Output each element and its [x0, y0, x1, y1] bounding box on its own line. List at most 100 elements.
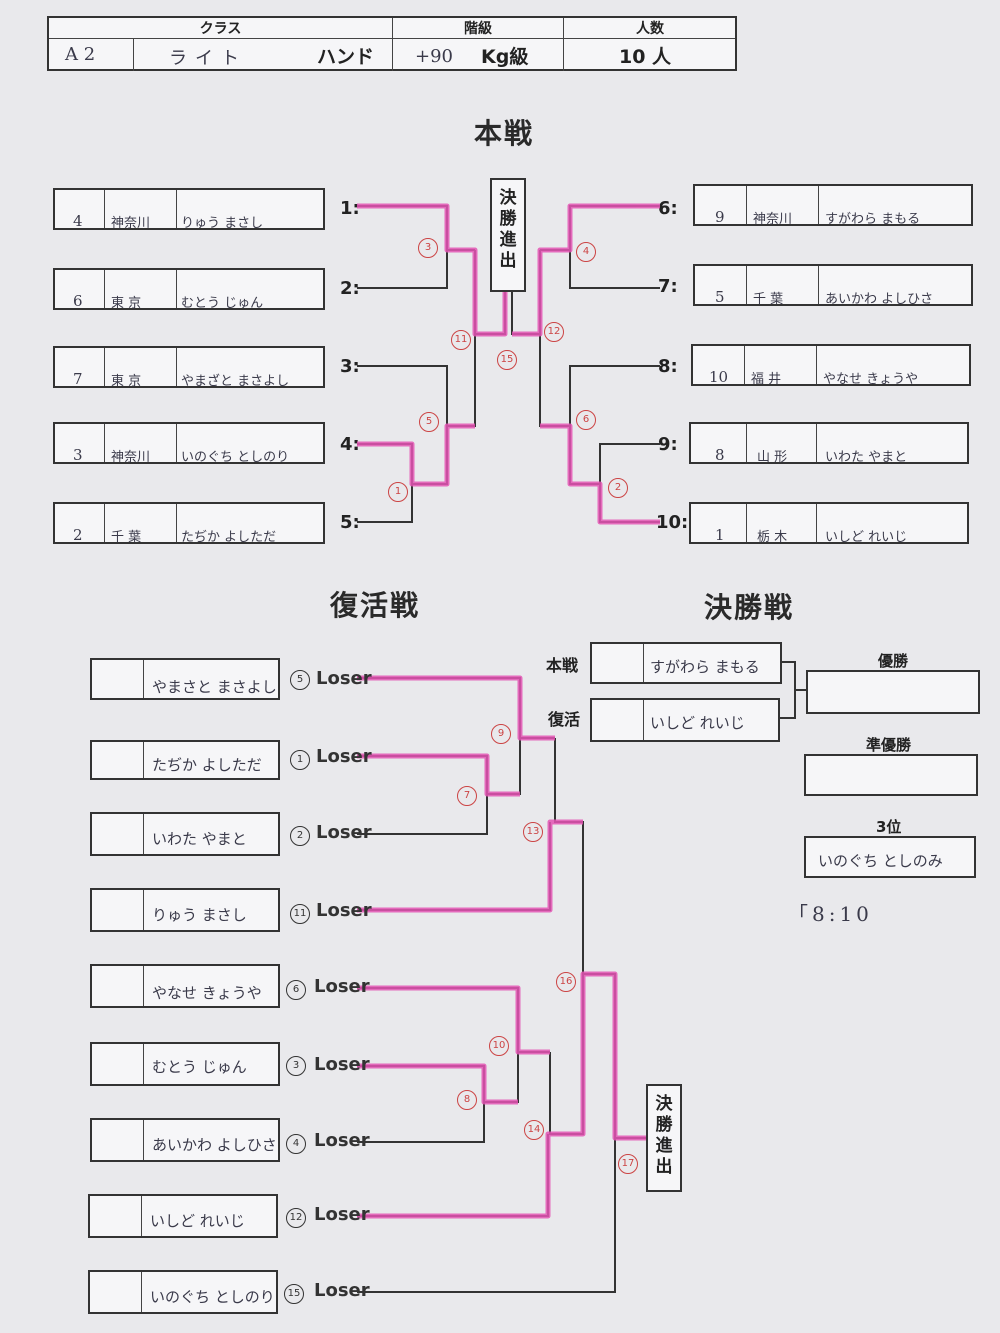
slot-label: 5: — [340, 512, 360, 533]
loser-ref: 12 — [286, 1208, 306, 1228]
competitor-name: いわた やまと — [825, 450, 908, 465]
prefecture: 東 京 — [111, 374, 142, 389]
handwritten-note: 「8:10 — [788, 902, 873, 926]
loser-ref: 3 — [286, 1056, 306, 1076]
seed-number: 1 — [715, 526, 725, 544]
seed-number: 3 — [73, 446, 83, 464]
prefecture: 千 葉 — [111, 530, 142, 545]
main-final-label: 決勝進出 — [490, 178, 526, 292]
winner-label: 優勝 — [878, 652, 909, 670]
repechage-title: 復活戦 — [330, 589, 421, 622]
competitor-name: いのぐち としのり — [150, 1288, 275, 1306]
prefecture: 東 京 — [111, 296, 142, 311]
repechage-entry: あいかわ よしひさ — [90, 1118, 280, 1162]
class-type: ハンド — [317, 46, 375, 68]
final-title: 決勝戦 — [704, 591, 795, 624]
left-entry: 3 神奈川 いのぐち としのり — [53, 422, 325, 465]
match-number: 5 — [419, 412, 439, 432]
loser-label: Loser — [314, 1280, 370, 1301]
right-entry: 1 栃 木 いしど れいじ — [689, 502, 969, 545]
competitor-name: むとう じゅん — [181, 296, 264, 311]
seed-number: 8 — [715, 446, 725, 464]
loser-label: Loser — [316, 746, 372, 767]
loser-ref: 11 — [290, 904, 310, 924]
header-col-count: 人数 — [563, 18, 736, 38]
loser-ref: 15 — [284, 1284, 304, 1304]
left-entry: 2 千 葉 たぢか よしただ — [53, 502, 325, 545]
competitor-name: やなせ きょうや — [152, 984, 262, 1002]
competitor-name: あいかわ よしひさ — [825, 292, 934, 307]
match-number: 8 — [457, 1090, 477, 1110]
right-entry: 9 神奈川 すがわら まもる — [693, 184, 973, 227]
left-entry: 7 東 京 やまざと まさよし — [53, 346, 325, 389]
match-number: 4 — [576, 242, 596, 262]
competitor-name: いしど れいじ — [150, 1212, 245, 1230]
class-code: A 2 — [65, 44, 96, 65]
right-entry: 10 福 井 やなせ きょうや — [691, 344, 971, 387]
slot-label: 9: — [658, 434, 678, 455]
weight-value: +90 — [415, 46, 453, 67]
repechage-final-label: 決勝進出 — [646, 1084, 682, 1192]
match-number: 7 — [457, 786, 477, 806]
loser-label: Loser — [314, 1054, 370, 1075]
slot-label: 10: — [656, 512, 689, 533]
competitor-name: やなせ きょうや — [823, 372, 919, 387]
repechage-entry: いのぐち としのり — [88, 1270, 278, 1314]
competitor-name: すがわら まもる — [650, 658, 760, 676]
prefecture: 福 井 — [751, 372, 782, 387]
match-number: 2 — [608, 478, 628, 498]
match-number: 10 — [489, 1036, 509, 1056]
competitor-name: いのぐち としのり — [181, 450, 290, 465]
prefecture: 神奈川 — [111, 216, 151, 231]
competitor-name: たぢか よしただ — [181, 530, 277, 545]
competitor-name: りゅう まさし — [152, 906, 247, 924]
third-place-box: いのぐち としのみ — [804, 836, 976, 878]
loser-ref: 5 — [290, 670, 310, 690]
header-table: クラス 階級 人数 A 2 ライト ハンド +90 Kg級 10 人 — [47, 16, 737, 71]
competitor-name: りゅう まさし — [181, 216, 264, 231]
loser-label: Loser — [314, 1204, 370, 1225]
seed-number: 2 — [73, 526, 83, 544]
left-entry: 6 東 京 むとう じゅん — [53, 268, 325, 311]
fukkatsu-label: 復活 — [548, 710, 581, 729]
competitor-name: たぢか よしただ — [152, 756, 262, 774]
competitor-name: やまざと まさよし — [181, 374, 290, 389]
match-number: 14 — [524, 1120, 544, 1140]
match-number: 17 — [618, 1154, 638, 1174]
weight-unit: Kg級 — [481, 46, 529, 68]
loser-label: Loser — [316, 668, 372, 689]
loser-ref: 1 — [290, 750, 310, 770]
repechage-entry: むとう じゅん — [90, 1042, 280, 1086]
repechage-entry: やなせ きょうや — [90, 964, 280, 1008]
third-place-label: 3位 — [876, 818, 902, 836]
competitor-name: むとう じゅん — [152, 1058, 247, 1076]
runnerup-label: 準優勝 — [866, 736, 912, 754]
loser-label: Loser — [314, 1130, 370, 1151]
competitor-name: いしど れいじ — [650, 714, 745, 732]
competitor-name: すがわら まもる — [825, 212, 921, 227]
loser-label: Loser — [314, 976, 370, 997]
fukkatsu-qualifier: いしど れいじ — [590, 698, 780, 742]
entry-count: 10 人 — [619, 46, 672, 68]
slot-label: 7: — [658, 276, 678, 297]
match-number: 6 — [576, 410, 596, 430]
slot-label: 3: — [340, 356, 360, 377]
competitor-name: いわた やまと — [152, 830, 247, 848]
seed-number: 5 — [715, 288, 725, 306]
winner-box — [806, 670, 980, 714]
match-number: 12 — [544, 322, 564, 342]
match-number: 16 — [556, 972, 576, 992]
honsen-label: 本戦 — [546, 656, 579, 675]
main-bracket-title: 本戦 — [474, 117, 535, 150]
left-entry: 4 神奈川 りゅう まさし — [53, 188, 325, 231]
seed-number: 4 — [73, 212, 83, 230]
honsen-qualifier: すがわら まもる — [590, 642, 782, 684]
loser-ref: 2 — [290, 826, 310, 846]
slot-label: 8: — [658, 356, 678, 377]
match-number: 3 — [418, 238, 438, 258]
prefecture: 神奈川 — [753, 212, 793, 227]
repechage-entry: りゅう まさし — [90, 888, 280, 932]
seed-number: 9 — [715, 208, 725, 226]
slot-label: 4: — [340, 434, 360, 455]
